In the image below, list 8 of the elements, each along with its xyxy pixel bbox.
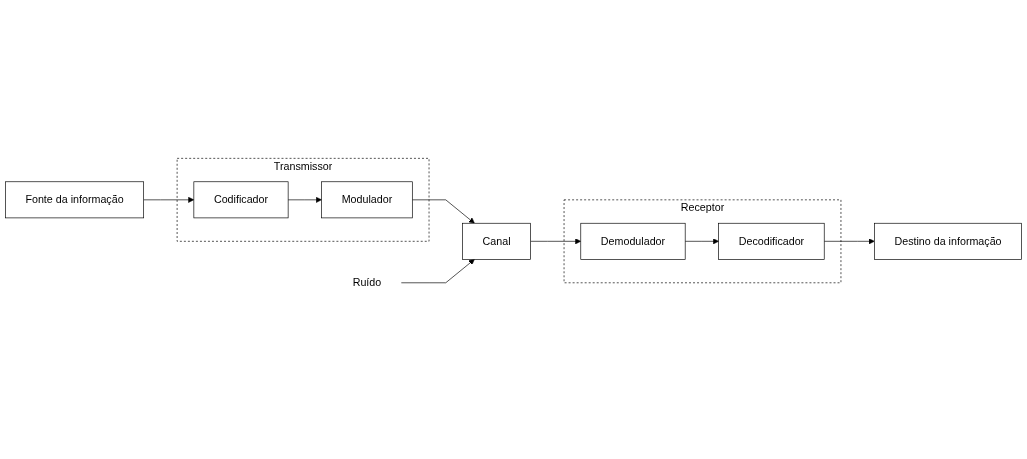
node-box: Decodificador xyxy=(718,222,825,260)
node-box: Fonte da informação xyxy=(5,181,144,219)
node-box: Demodulador xyxy=(580,222,686,260)
node-box: Destino da informação xyxy=(874,222,1022,260)
node-box: Modulador xyxy=(321,181,413,219)
node-box: Canal xyxy=(462,222,531,260)
node-text: Ruído xyxy=(352,276,382,289)
node-box: Codificador xyxy=(193,181,289,219)
